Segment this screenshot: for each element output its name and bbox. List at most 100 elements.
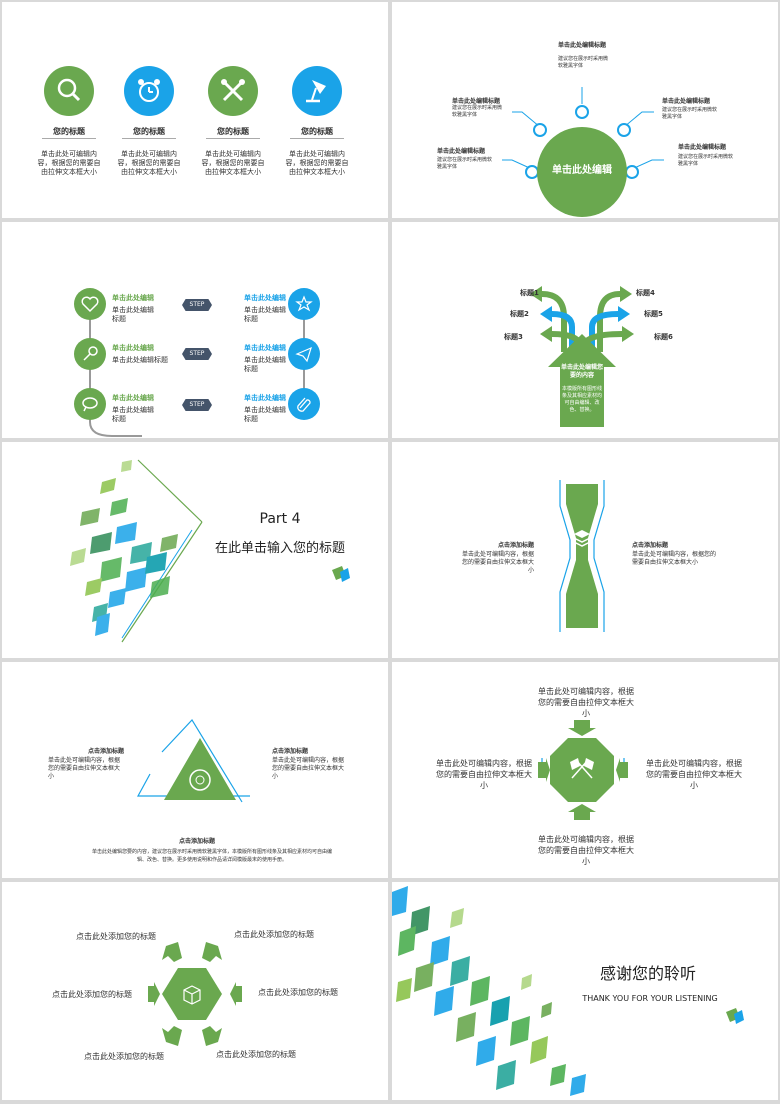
slide-10[interactable]: 感谢您的聆听 THANK YOU FOR YOUR LISTENING xyxy=(392,882,778,1100)
icon-circle-2 xyxy=(124,66,174,116)
left-desc: 单击此处可编辑内容，根据您的需要自由拉伸文本框大小 xyxy=(48,757,121,780)
item-title-3: 您的标题 xyxy=(217,127,249,136)
mosaic-decoration xyxy=(70,459,350,643)
slide-1[interactable]: 您的标题 单击此处可编辑内容，根据您的需要自由拉伸文本框大小 您的标题 单击此处… xyxy=(2,2,388,218)
item-title-2: 您的标题 xyxy=(133,127,165,136)
node-title-left-upper: 单击此处编辑标题 xyxy=(452,98,501,105)
right-text: 单击此处可编辑内容，根据您的需要自由拉伸文本框大小 xyxy=(646,759,742,790)
paper-plane-icon xyxy=(288,338,320,370)
label-mid-right: 点击此处添加您的标题 xyxy=(258,988,338,997)
node-desc-right-upper: 建议您在展示时采用微软雅黑字体 xyxy=(662,107,718,120)
item-desc-2: 单击此处可编辑内容，根据您的需要自由拉伸文本框大小 xyxy=(117,150,181,176)
label-title-3: 标题3 xyxy=(504,333,523,341)
alarm-clock-icon xyxy=(138,79,160,102)
title-underline-4 xyxy=(290,138,344,139)
node-desc-top: 建议您在展示时采用微软雅黑字体 xyxy=(558,56,609,69)
triangle-shape xyxy=(136,719,250,803)
item-desc-4: 单击此处可编辑内容，根据您的需要自由拉伸文本框大小 xyxy=(285,150,349,176)
right-desc-1: 单击此处编辑标题 xyxy=(244,306,286,323)
label-title-2: 标题2 xyxy=(510,310,529,318)
heart-icon xyxy=(74,288,106,320)
item-title-4: 您的标题 xyxy=(301,127,333,136)
part-label: Part 4 xyxy=(259,511,301,527)
box-title: 单击此处编辑您要的内容 xyxy=(560,364,603,379)
box-desc: 本模版所有图形线条及其相应素材均可自由编辑、改色、替换。 xyxy=(562,386,603,413)
section-title: 在此单击输入您的标题 xyxy=(214,541,345,556)
label-title-5: 标题5 xyxy=(644,310,663,318)
label-title-4: 标题4 xyxy=(636,289,655,297)
icon-circle-1 xyxy=(44,66,94,116)
paperclip-icon xyxy=(288,388,320,420)
left-desc-1: 单击此处编辑标题 xyxy=(112,306,154,323)
right-desc: 单击此处可编辑内容，根据您的需要自由拉伸文本框大小 xyxy=(632,551,717,566)
node-desc-left-upper: 建议您在展示时采用微软雅黑字体 xyxy=(452,105,503,118)
chat-bubble-icon xyxy=(74,388,106,420)
hexagon-shape xyxy=(148,942,242,1046)
label-bottom-left: 点击此处添加您的标题 xyxy=(84,1052,164,1061)
step-badge-3: STEP xyxy=(182,399,212,411)
hourglass-shape xyxy=(559,480,605,632)
node-title-right-lower: 单击此处编辑标题 xyxy=(678,144,727,151)
octagon-shape xyxy=(538,720,628,820)
label-title-6: 标题6 xyxy=(654,333,673,341)
node-title-top: 单击此处编辑标题 xyxy=(558,42,607,49)
right-desc-2: 单击此处编辑标题 xyxy=(244,356,286,373)
title-underline-3 xyxy=(206,138,260,139)
left-title: 点击添加标题 xyxy=(88,748,125,755)
slide-6[interactable]: 点击添加标题 单击此处可编辑内容，根据您的需要自由拉伸文本框大小 点击添加标题 … xyxy=(392,442,778,658)
label-top-left: 点击此处添加您的标题 xyxy=(76,932,156,941)
node-connectors xyxy=(502,87,664,179)
label-bottom-right: 点击此处添加您的标题 xyxy=(216,1050,296,1059)
right-title-1: 单击此处编辑 xyxy=(244,294,286,302)
icon-circle-4 xyxy=(292,66,342,116)
item-desc-1: 单击此处可编辑内容，根据您的需要自由拉伸文本框大小 xyxy=(37,150,101,176)
title-underline-1 xyxy=(42,138,96,139)
icon-circle-3 xyxy=(208,66,258,116)
item-desc-3: 单击此处可编辑内容，根据您的需要自由拉伸文本框大小 xyxy=(201,150,265,176)
center-label: 单击此处编辑 xyxy=(552,165,612,176)
slide-2[interactable]: 单击此处编辑 单击此处编辑标题 建议您在展示时采用微软雅黑字体 单击此处编辑标题… xyxy=(392,2,778,218)
mosaic-decoration xyxy=(392,886,744,1096)
right-title-2: 单击此处编辑 xyxy=(244,344,286,352)
left-text: 单击此处可编辑内容，根据您的需要自由拉伸文本框大小 xyxy=(436,759,532,790)
star-icon xyxy=(288,288,320,320)
right-title: 点击添加标题 xyxy=(272,748,309,755)
branching-arrows xyxy=(530,286,634,427)
step-badge-2: STEP xyxy=(182,348,212,360)
left-desc-2: 单击此处编辑标题 xyxy=(112,356,168,364)
tools-icon xyxy=(221,79,245,102)
right-title-3: 单击此处编辑 xyxy=(244,394,286,402)
magnifier-icon xyxy=(57,78,81,102)
right-title: 点击添加标题 xyxy=(632,542,669,549)
label-mid-left: 点击此处添加您的标题 xyxy=(52,990,132,999)
slide-9[interactable]: 点击此处添加您的标题 点击此处添加您的标题 点击此处添加您的标题 点击此处添加您… xyxy=(2,882,388,1100)
slide-8[interactable]: 单击此处可编辑内容，根据您的需要自由拉伸文本框大小 单击此处可编辑内容，根据您的… xyxy=(392,662,778,878)
node-title-right-upper: 单击此处编辑标题 xyxy=(662,98,711,105)
key-icon xyxy=(74,338,106,370)
bottom-title: 点击添加标题 xyxy=(178,838,215,845)
thank-you-subtitle: THANK YOU FOR YOUR LISTENING xyxy=(582,994,718,1003)
label-top-right: 点击此处添加您的标题 xyxy=(234,930,314,939)
thank-you-title: 感谢您的聆听 xyxy=(599,964,696,983)
bottom-text: 单击此处可编辑内容，根据您的需要自由拉伸文本框大小 xyxy=(538,835,634,866)
center-circle xyxy=(537,127,627,217)
left-title: 点击添加标题 xyxy=(497,542,534,549)
left-desc: 单击此处可编辑内容，根据您的需要自由拉伸文本框大小 xyxy=(461,551,534,574)
left-title-2: 单击此处编辑 xyxy=(112,344,154,352)
left-title-1: 单击此处编辑 xyxy=(112,294,154,302)
left-desc-3: 单击此处编辑标题 xyxy=(112,406,154,423)
right-desc-3: 单击此处编辑标题 xyxy=(244,406,286,423)
slide-3[interactable]: 单击此处编辑 单击此处编辑标题 单击此处编辑 单击此处编辑标题 单击此处编辑 单… xyxy=(2,222,388,438)
node-desc-right-lower: 建议您在展示时采用微软雅黑字体 xyxy=(678,154,734,167)
item-title-1: 您的标题 xyxy=(53,127,85,136)
desk-lamp-icon xyxy=(306,80,326,103)
right-desc: 单击此处可编辑内容，根据您的需要自由拉伸文本框大小 xyxy=(272,757,345,780)
node-desc-left-lower: 建议您在展示时采用微软雅黑字体 xyxy=(437,157,493,170)
step-badge-1: STEP xyxy=(182,299,212,311)
slide-5[interactable]: Part 4 在此单击输入您的标题 xyxy=(2,442,388,658)
slide-4[interactable]: 标题1 标题2 标题3 标题4 标题5 标题6 单击此处编辑您要的内容 本模版所… xyxy=(392,222,778,438)
bottom-desc: 单击此处编辑您要的内容，建议您在展示时采用微软雅黑字体，本模版所有图形线条及其相… xyxy=(91,849,332,863)
node-title-left-lower: 单击此处编辑标题 xyxy=(437,148,486,155)
slide-7[interactable]: 点击添加标题 单击此处可编辑内容，根据您的需要自由拉伸文本框大小 点击添加标题 … xyxy=(2,662,388,878)
title-underline-2 xyxy=(122,138,176,139)
